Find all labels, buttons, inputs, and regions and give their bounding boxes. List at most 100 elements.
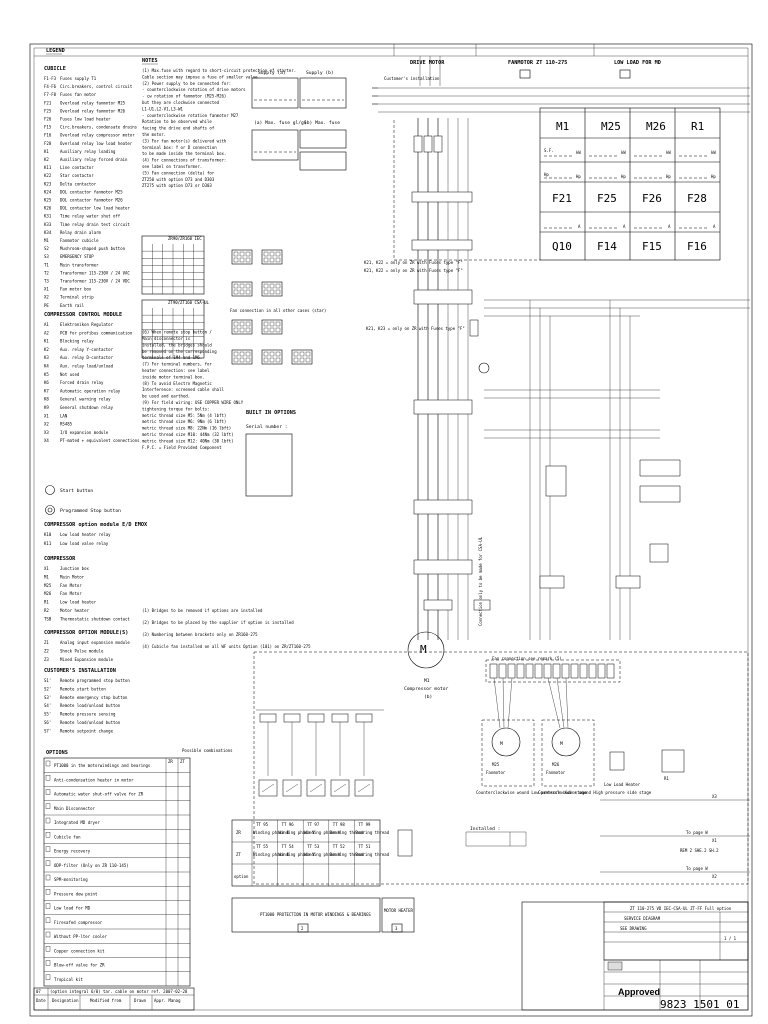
zr-table-grid — [142, 244, 204, 294]
pt-sensor-arrow — [357, 783, 371, 793]
control-item-desc: PT-mated + equivalent connections — [60, 438, 140, 443]
control-item-code: X3 — [44, 430, 49, 435]
note-line: ZT275 with option D73 or D303 — [142, 183, 212, 188]
motor-table-fuse: F21 — [552, 192, 572, 205]
pt-top-desc: Bearing thread — [330, 830, 364, 835]
legend-item-code: F4-F6 — [44, 84, 57, 89]
customer-item-code: S3' — [44, 695, 51, 700]
fan-connection-block — [291, 349, 313, 365]
motor-heater-number: 3 — [395, 926, 398, 931]
rem2-ref: REM 2 SHE.2 SH.2 — [680, 848, 719, 853]
customer-item-code: S7' — [44, 728, 51, 733]
legend-item-desc: Auxiliary relay forced drain — [60, 157, 128, 162]
note-line: metric thread size M5: 5Nm (4 lbft) — [142, 413, 226, 418]
k21-note-2: K21, K22 = only on ZR with Fuses type "F… — [364, 268, 463, 273]
options-checkbox — [45, 817, 51, 824]
options-checkbox — [45, 889, 51, 895]
control-item-code: K5 — [44, 372, 49, 377]
fanmotor-title: FANMOTOR ZT 110-275 — [508, 60, 567, 66]
compopt-item-desc: Low load heater relay — [60, 532, 111, 537]
options-checkbox — [45, 946, 51, 952]
note-line: to be made inside the terminal box. — [142, 151, 226, 156]
legend-item-desc: Earth rail — [60, 303, 85, 308]
options-checkbox — [45, 860, 51, 866]
compressor-item-desc: Junction box — [60, 566, 89, 571]
terminal-cell — [269, 351, 275, 357]
terminal-cell — [305, 351, 311, 357]
terminal-cell — [293, 351, 299, 357]
control-item-code: K4 — [44, 364, 49, 369]
legend-item-desc: Transformer 115-230V / 24 VDC — [60, 279, 130, 284]
legend-item-code: K31 — [44, 214, 52, 219]
control-item-desc: LAN — [60, 413, 68, 418]
legend-item-code: K34 — [44, 230, 52, 235]
legend-item-desc: Time relay water shut off — [60, 214, 121, 219]
customer-item-code: S5' — [44, 712, 51, 717]
pt-bottom-desc: Winding phase W — [304, 852, 341, 857]
fan-terminal — [597, 663, 606, 679]
note-line: heater connection: see label — [142, 368, 210, 373]
control-item-desc: Automatic operation relay — [60, 388, 121, 393]
terminal-cell — [233, 357, 239, 363]
motor-table-unit-kw: kW — [711, 150, 716, 155]
note-line: see label on transformer. — [142, 164, 202, 169]
terminal-cell — [275, 327, 281, 333]
terminal-cell — [233, 321, 239, 327]
fan-terminal — [606, 663, 615, 679]
options-checkbox — [45, 974, 51, 980]
legend-item-desc: Fanmotor cubicle — [60, 238, 99, 243]
terminal-cell — [263, 283, 269, 289]
pt-sensor-arrow — [285, 783, 299, 793]
pt-bottom-desc: Bearing thread — [330, 852, 364, 857]
terminal-cell — [275, 251, 281, 257]
zr-table-title: ZR90/ZR160 IEC — [168, 236, 202, 241]
pt-sensor-arrow — [309, 783, 323, 793]
options-checkbox — [45, 832, 51, 838]
compressor-enclosure — [253, 651, 749, 885]
legend-item-desc: Terminal strip — [60, 295, 94, 300]
compressor-item-code: R2 — [44, 608, 49, 613]
pt-bottom-desc: Winding phase V — [279, 852, 316, 857]
wire — [502, 677, 505, 729]
low-load-title: LOW LOAD FOR MD — [614, 60, 661, 66]
legend-item-desc: Time relay drain test circuit — [60, 222, 130, 227]
terminal-cell — [233, 327, 239, 333]
built-in-options-title: BUILT IN OPTIONS — [246, 410, 296, 416]
legend-item-code: F25 — [44, 108, 52, 113]
zt-table-title: ZT90/ZT160 CSA-UL — [168, 300, 210, 305]
terminal-cell — [275, 357, 281, 363]
note-bottom-line: (2) Bridges to be placed by the supplier… — [142, 620, 294, 625]
compressor-item-code: M25 — [44, 583, 52, 588]
customer-item-code: S2' — [44, 686, 51, 691]
terminal-cell — [275, 283, 281, 289]
motor-table-fuse: F28 — [687, 192, 707, 205]
supply-a-label: Supply (a) — [258, 70, 286, 76]
legend-item-desc: Delta contactor — [60, 181, 97, 186]
supply-b-label: Supply (b) — [306, 70, 334, 76]
wire — [547, 677, 561, 729]
note-line: be used and earthed. — [142, 394, 190, 399]
note-line: but they are clockwise connected — [142, 100, 220, 105]
supply-section: Supply (a) Supply (b) (a) Max. fuse gl/g… — [251, 70, 347, 171]
fan-connection-note: Fan connection in all other cases (star) — [230, 308, 326, 313]
motor-table-fuse-unit: A — [668, 224, 671, 229]
notes-section: NOTES (1) Max.fuse with regard to short-… — [141, 58, 311, 649]
notes-title: NOTES — [142, 58, 158, 64]
control-item-desc: General warning relay — [60, 397, 111, 402]
legend-item-desc: Relay drain alarm — [60, 230, 102, 235]
motor-table-sf: S.F. — [544, 148, 554, 153]
fan-connection-grids — [231, 249, 313, 365]
options-checkbox — [45, 760, 51, 767]
terminal-cell — [239, 351, 245, 357]
option-item: PT1000 in the motorwindings and bearings — [54, 763, 151, 768]
terminal-cell — [269, 357, 275, 363]
fan-terminal — [516, 663, 525, 679]
motor-table-fuse-unit: A — [623, 224, 626, 229]
note-line: (1) Max.fuse with regard to short-circui… — [142, 68, 296, 73]
possible-combinations: Possible combinations — [182, 748, 233, 753]
k21-note-1: K21, K22 = only on ZR with Fuses type "F… — [364, 260, 463, 265]
motor-table-header: M1 — [556, 120, 569, 133]
motor-table-unit-kw: kW — [576, 150, 581, 155]
